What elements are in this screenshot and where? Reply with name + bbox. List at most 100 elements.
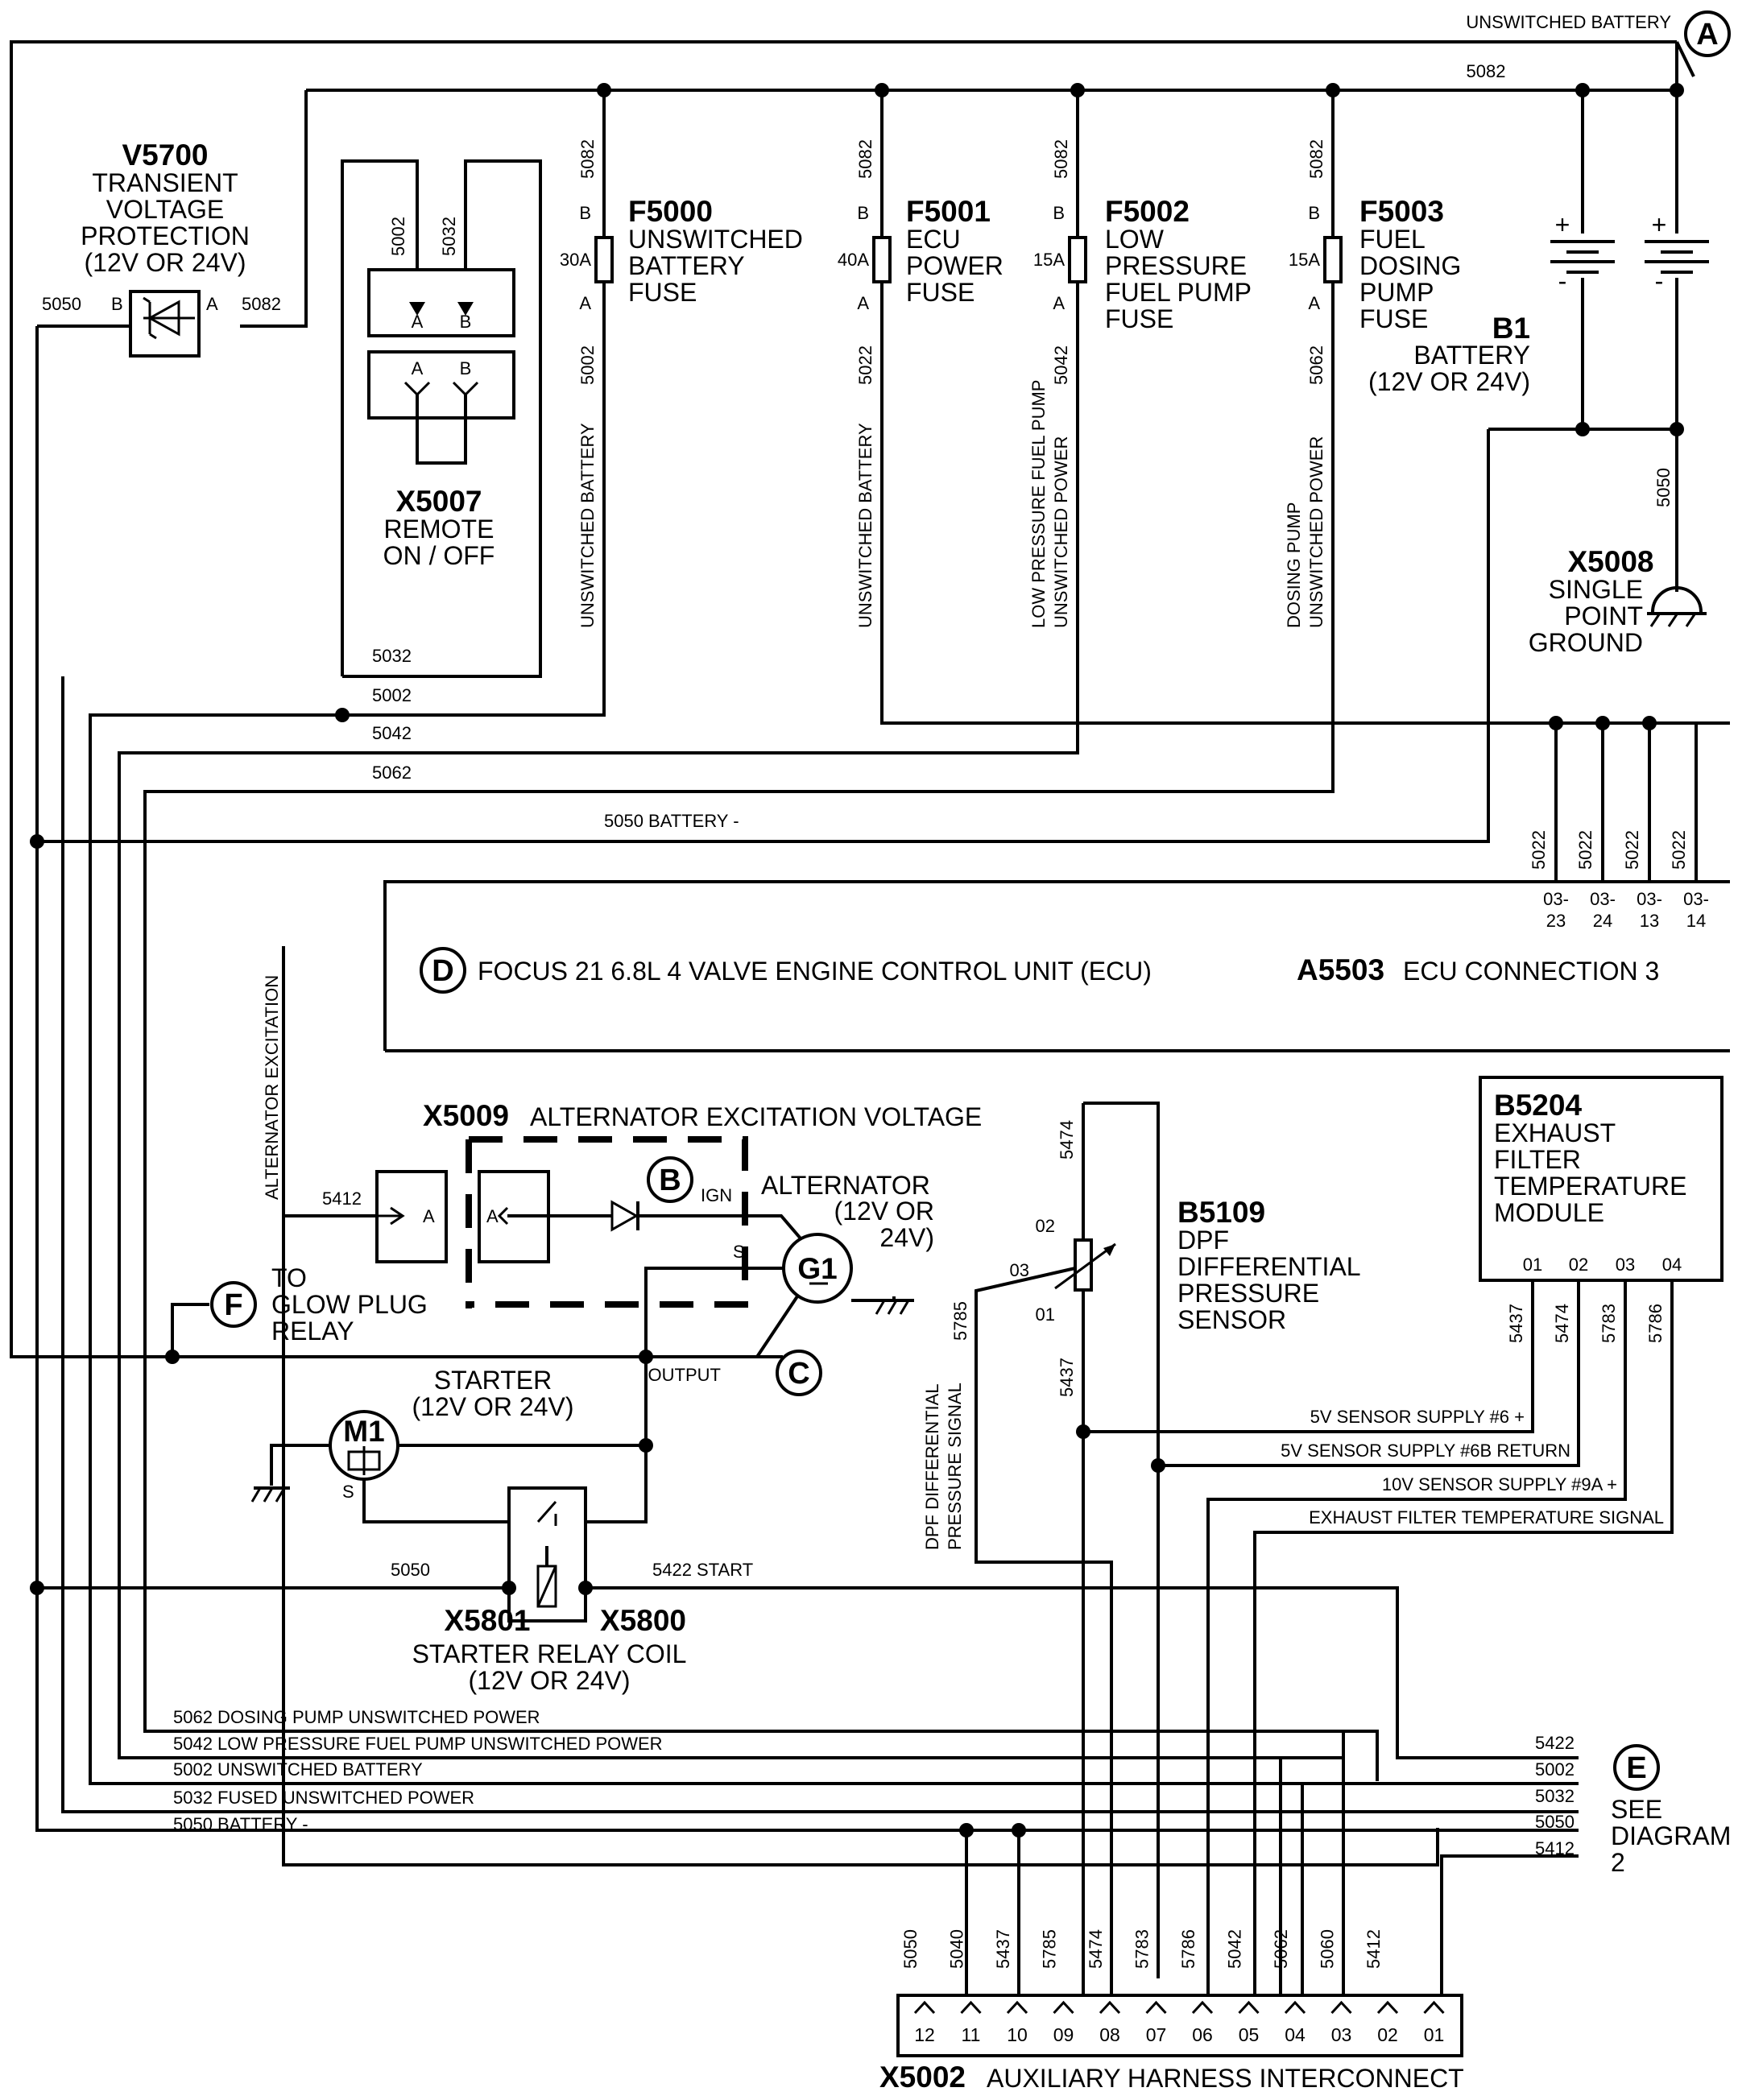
x5002-pin-arrow-icon <box>1053 2000 1074 2015</box>
x5002-pin-arrow-icon <box>1191 2000 1214 2015</box>
svg-text:02: 02 <box>1036 1216 1055 1236</box>
svg-text:FUEL: FUEL <box>1359 225 1426 254</box>
x5800-id: X5800 <box>600 1604 686 1637</box>
svg-text:G1: G1 <box>797 1252 837 1285</box>
x5002-pin-arrow-icon <box>913 2000 936 2015</box>
x5002-wire-5437: 5437 <box>993 1929 1013 1969</box>
svg-text:5783: 5783 <box>1599 1304 1619 1343</box>
x5007-id: X5007 <box>396 485 482 518</box>
v5700-line2: VOLTAGE <box>106 195 224 224</box>
x5002-id: X5002 <box>879 2061 966 2094</box>
top-wiring <box>10 40 1678 1832</box>
svg-text:5022: 5022 <box>1575 830 1595 870</box>
svg-text:OUTPUT: OUTPUT <box>648 1365 721 1385</box>
svg-text:5042: 5042 <box>1051 345 1071 385</box>
x5002-pin-03: 03 <box>1331 2024 1352 2045</box>
svg-text:SEE: SEE <box>1611 1795 1662 1824</box>
fuse-f5001-id: F5001 <box>906 195 991 228</box>
x5801-id: X5801 <box>445 1604 531 1637</box>
x5007-line2: ON / OFF <box>383 541 495 570</box>
svg-text:5412: 5412 <box>322 1188 362 1209</box>
svg-text:-: - <box>1558 267 1567 296</box>
v5700-pin-a: A <box>206 294 218 314</box>
tvs-diode-icon <box>143 296 195 340</box>
svg-text:5474: 5474 <box>1552 1304 1572 1343</box>
bus-5042: 5042 <box>372 723 412 743</box>
svg-text:FUEL PUMP: FUEL PUMP <box>1105 278 1252 307</box>
svg-text:BATTERY: BATTERY <box>628 251 745 280</box>
svg-text:IGN: IGN <box>701 1185 732 1205</box>
x5002-wire-5040: 5040 <box>947 1929 967 1969</box>
svg-text:LOW PRESSURE FUEL PUMP: LOW PRESSURE FUEL PUMP <box>1028 380 1049 628</box>
x5007-wire-b: 5032 <box>439 217 459 256</box>
x5002-wire-5060: 5060 <box>1318 1929 1338 1969</box>
x5002-pin-arrow-icon <box>1376 2000 1399 2015</box>
ecu-connection: 5022 5022 5022 5022 03- 23 03- 24 03- 13… <box>383 716 1730 1052</box>
svg-text:PRESSURE SIGNAL: PRESSURE SIGNAL <box>945 1383 965 1550</box>
ecu-conn-id: A5503 <box>1297 953 1384 986</box>
x5002-wire-5412: 5412 <box>1364 1929 1384 1969</box>
lower-bus-5002: 5002 UNSWITCHED BATTERY <box>173 1759 423 1780</box>
svg-text:A: A <box>1053 293 1065 313</box>
v5700-line3: PROTECTION <box>81 221 250 250</box>
fuse-f5003-id: F5003 <box>1359 195 1444 228</box>
svg-text:5082: 5082 <box>577 139 598 179</box>
ecu-conn-name: ECU CONNECTION 3 <box>1403 957 1659 986</box>
x5002-pin-arrow-icon <box>1330 2000 1352 2015</box>
svg-text:5474: 5474 <box>1057 1120 1077 1160</box>
svg-text:02: 02 <box>1569 1255 1588 1275</box>
fuse-f5000-id: F5000 <box>628 195 713 228</box>
marker-b <box>647 1156 693 1203</box>
x5007-pin-b-bottom: B <box>460 358 472 378</box>
x5002-pin-09: 09 <box>1053 2024 1074 2045</box>
svg-text:23: 23 <box>1546 911 1566 931</box>
bus-5002: 5002 <box>372 685 412 705</box>
marker-d <box>420 947 466 994</box>
svg-text:UNSWITCHED POWER: UNSWITCHED POWER <box>1306 436 1326 628</box>
svg-text:+: + <box>1555 210 1570 239</box>
chassis-ground-icon <box>1647 586 1707 627</box>
svg-text:5082: 5082 <box>1306 139 1326 179</box>
svg-text:03-: 03- <box>1590 889 1616 909</box>
svg-text:24: 24 <box>1593 911 1612 931</box>
x5002-wire-5474: 5474 <box>1086 1929 1106 1969</box>
v5700-component: V5700 TRANSIENT VOLTAGE PROTECTION (12V … <box>42 138 281 358</box>
fuse-f5003: 5082 B 15A A 5062 DOSING PUMP UNSWITCHED… <box>143 90 1461 1781</box>
svg-text:ALTERNATOR: ALTERNATOR <box>761 1171 930 1200</box>
svg-text:B: B <box>659 1164 681 1197</box>
bus-5032: 5032 <box>372 646 412 666</box>
svg-text:DPF: DPF <box>1177 1226 1229 1255</box>
svg-text:5022: 5022 <box>1529 830 1549 870</box>
x5008-id: X5008 <box>1568 545 1654 578</box>
svg-text:E: E <box>1626 1751 1646 1785</box>
svg-text:A: A <box>423 1206 435 1226</box>
x5008-ground: 5050 X5008 SINGLE POINT GROUND <box>1529 468 1707 657</box>
signal-exhaust-filter-temp: EXHAUST FILTER TEMPERATURE SIGNAL <box>1309 1507 1664 1527</box>
svg-text:FUSE: FUSE <box>1105 304 1173 333</box>
svg-text:5062: 5062 <box>1306 345 1326 385</box>
svg-text:5082: 5082 <box>1051 139 1071 179</box>
x5007-pin-b-top: B <box>460 312 472 332</box>
x5002-pin-12: 12 <box>914 2024 935 2045</box>
relay-contact-icon <box>536 1501 557 1526</box>
svg-text:A: A <box>1308 293 1320 313</box>
battery-icon <box>1550 240 1709 274</box>
x5002-wire-5783: 5783 <box>1132 1929 1152 1969</box>
see-diagram-2: 5422 5002 5032 5050 5412 E SEE DIAGRAM 2 <box>1535 1733 1731 1877</box>
svg-text:5082: 5082 <box>855 139 875 179</box>
svg-text:A: A <box>486 1206 499 1226</box>
svg-text:D: D <box>432 954 453 988</box>
svg-text:(12V OR 24V): (12V OR 24V) <box>1368 367 1530 396</box>
x5002-pin-arrow-icon <box>1145 2000 1167 2015</box>
bus-5050: 5050 BATTERY - <box>604 811 739 831</box>
svg-text:5022: 5022 <box>855 345 875 385</box>
svg-text:A: A <box>579 293 591 313</box>
svg-text:24V): 24V) <box>879 1223 934 1252</box>
svg-text:03: 03 <box>1010 1260 1029 1280</box>
svg-text:5032: 5032 <box>1535 1786 1575 1806</box>
svg-text:+: + <box>1652 210 1667 239</box>
svg-text:BATTERY: BATTERY <box>1413 341 1530 370</box>
svg-text:UNSWITCHED POWER: UNSWITCHED POWER <box>1051 436 1071 628</box>
lower-bus-5050: 5050 BATTERY - <box>173 1814 308 1834</box>
